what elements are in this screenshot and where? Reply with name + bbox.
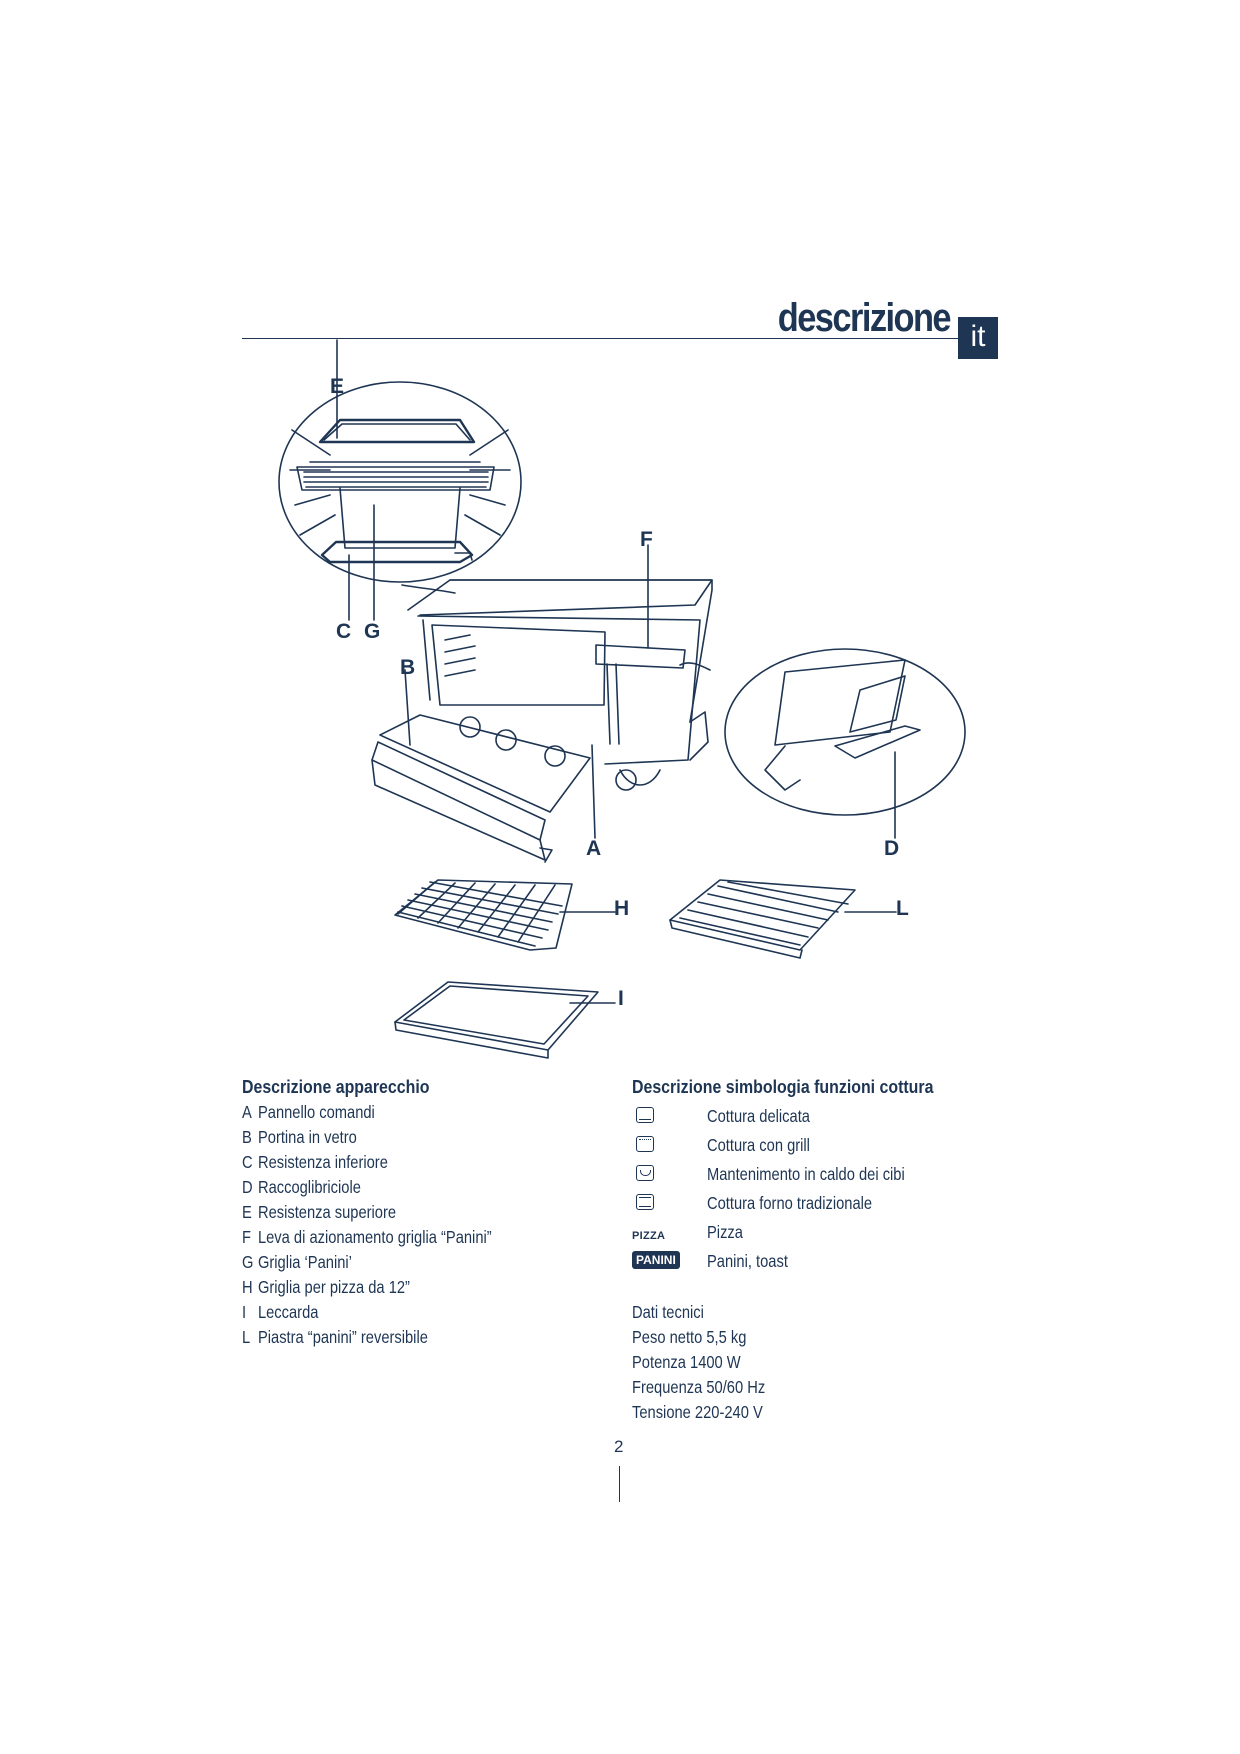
reversible-plate-drawing	[669, 879, 897, 959]
crumb-tray-detail	[679, 648, 966, 839]
callout-i: I	[618, 987, 624, 1010]
callout-c: C	[336, 620, 352, 643]
panini-symbol: PANINI	[632, 1251, 680, 1269]
page-number: 2	[614, 1437, 624, 1456]
callout-a: A	[586, 837, 602, 860]
heating-elements-detail	[278, 339, 522, 621]
technical-data-line: Peso netto 5,5 kg	[632, 1327, 747, 1347]
functions-title: Descrizione simbologia funzioni cottura	[632, 1076, 934, 1097]
callout-g: G	[364, 620, 381, 643]
language-badge: it	[958, 317, 998, 359]
drip-tray-drawing	[394, 981, 616, 1059]
callout-f: F	[640, 528, 653, 551]
grill-icon	[636, 1136, 654, 1152]
oven-body	[371, 544, 713, 863]
technical-data-line: Tensione 220-240 V	[632, 1402, 763, 1422]
callout-e: E	[330, 375, 345, 398]
pizza-rack-drawing	[394, 879, 616, 951]
technical-data-title: Dati tecnici	[632, 1302, 704, 1322]
page-number-rule	[619, 1466, 620, 1502]
technical-data-line: Frequenza 50/60 Hz	[632, 1377, 766, 1397]
bottom-heat-icon	[636, 1107, 654, 1123]
page-title: descrizione	[777, 296, 952, 340]
callout-d: D	[884, 837, 900, 860]
oven-illustration	[278, 339, 966, 1059]
technical-data-line: Potenza 1400 W	[632, 1352, 741, 1372]
header-rule	[242, 338, 958, 339]
callout-b: B	[400, 656, 416, 679]
callout-h: H	[614, 897, 630, 920]
device-description-title: Descrizione apparecchio	[242, 1076, 430, 1097]
callout-l: L	[896, 897, 909, 920]
top-bottom-heat-icon	[636, 1194, 654, 1210]
pizza-symbol: PIZZA	[632, 1230, 666, 1242]
technical-data: Dati tecnici Peso netto 5,5 kg Potenza 1…	[632, 1300, 765, 1425]
keep-warm-icon	[636, 1165, 654, 1181]
